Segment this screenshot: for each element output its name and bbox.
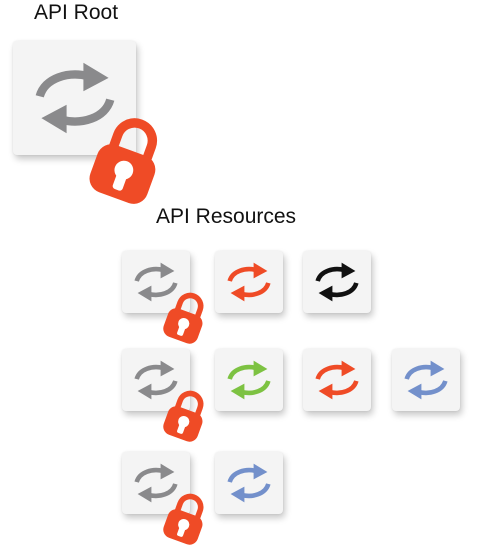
sync-icon [404, 360, 448, 400]
api-resources-title: API Resources [156, 205, 297, 228]
lock-icon [162, 387, 208, 448]
sync-icon [35, 62, 114, 134]
sync-icon [134, 463, 178, 503]
lock-icon [162, 289, 208, 350]
api-node-card [303, 349, 371, 411]
api-node-card [215, 251, 283, 313]
api-node-card [122, 251, 190, 313]
api-node-card [303, 251, 371, 313]
api-root-title: API Root [34, 1, 119, 24]
api-node-card [13, 41, 136, 155]
sync-icon [134, 360, 178, 400]
sync-icon [315, 360, 359, 400]
sync-icon [134, 262, 178, 302]
api-node-card [215, 349, 283, 411]
sync-icon [315, 262, 359, 302]
lock-icon [87, 112, 165, 211]
sync-icon [227, 262, 271, 302]
sync-icon [227, 360, 271, 400]
api-node-card [215, 452, 283, 514]
api-node-card [392, 349, 460, 411]
lock-icon [162, 490, 208, 551]
sync-icon [227, 463, 271, 503]
